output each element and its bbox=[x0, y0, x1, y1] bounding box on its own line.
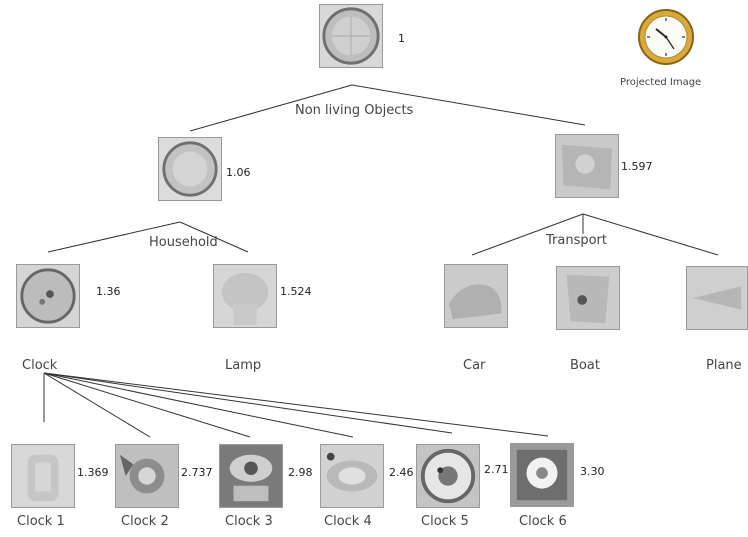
clock-6-value: 3.30 bbox=[580, 465, 605, 478]
car-label: Car bbox=[463, 358, 485, 373]
clock-value: 1.36 bbox=[96, 285, 121, 298]
boat-node-image bbox=[556, 266, 620, 330]
clock-3-image bbox=[219, 444, 283, 508]
clock-4-value: 2.46 bbox=[389, 466, 414, 479]
clock-4-label: Clock 4 bbox=[324, 514, 372, 529]
plane-node-image bbox=[686, 266, 748, 330]
transport-label: Transport bbox=[546, 233, 607, 248]
clock-6-label: Clock 6 bbox=[519, 514, 567, 529]
clock-1-value: 1.369 bbox=[77, 466, 109, 479]
root-label: Non living Objects bbox=[295, 103, 413, 118]
clock-5-value: 2.71 bbox=[484, 463, 509, 476]
clock-node-image bbox=[16, 264, 80, 328]
clock-3-label: Clock 3 bbox=[225, 514, 273, 529]
clock-6-image bbox=[510, 443, 574, 507]
clock-1-image bbox=[11, 444, 75, 508]
clock-5-label: Clock 5 bbox=[421, 514, 469, 529]
plane-label: Plane bbox=[706, 358, 742, 373]
clock-label: Clock bbox=[22, 358, 57, 373]
clock-3-value: 2.98 bbox=[288, 466, 313, 479]
projected-image-label: Projected Image bbox=[620, 77, 701, 88]
transport-value: 1.597 bbox=[621, 160, 653, 173]
lamp-value: 1.524 bbox=[280, 285, 312, 298]
clock-4-image bbox=[320, 444, 384, 508]
household-label: Household bbox=[149, 235, 218, 250]
clock-5-image bbox=[416, 444, 480, 508]
household-node-image bbox=[158, 137, 222, 201]
clock-2-label: Clock 2 bbox=[121, 514, 169, 529]
transport-node-image bbox=[555, 134, 619, 198]
lamp-node-image bbox=[213, 264, 277, 328]
household-value: 1.06 bbox=[226, 166, 251, 179]
root-node-image bbox=[319, 4, 383, 68]
clock-1-label: Clock 1 bbox=[17, 514, 65, 529]
clock-2-image bbox=[115, 444, 179, 508]
clock-face-icon bbox=[634, 7, 698, 67]
boat-label: Boat bbox=[570, 358, 600, 373]
projected-clock-image bbox=[634, 7, 698, 67]
root-value: 1 bbox=[398, 32, 405, 45]
lamp-label: Lamp bbox=[225, 358, 261, 373]
clock-2-value: 2.737 bbox=[181, 466, 213, 479]
car-node-image bbox=[444, 264, 508, 328]
